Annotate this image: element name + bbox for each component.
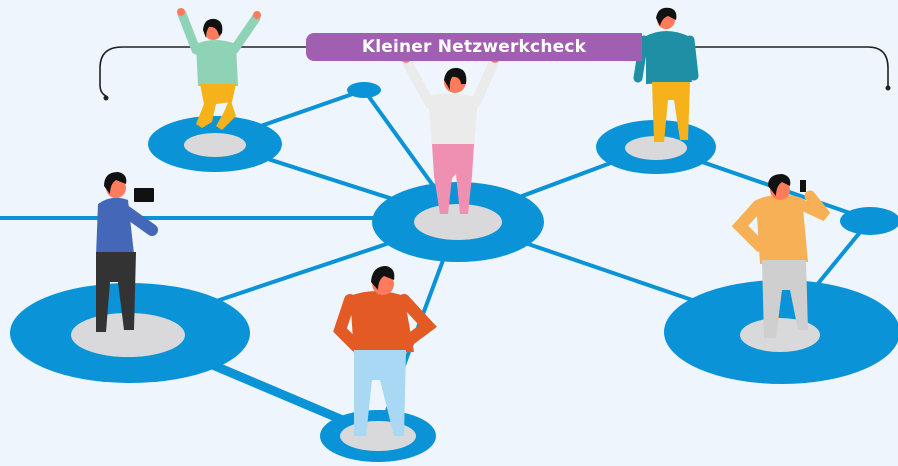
standing-person-teal-shirt bbox=[633, 7, 699, 142]
page-title: Kleiner Netzwerkcheck bbox=[361, 37, 587, 57]
person-orange-sweater bbox=[333, 266, 437, 436]
page-title-banner: Kleiner Netzwerkcheck bbox=[306, 33, 642, 61]
bracket-line bbox=[99, 46, 889, 97]
small-node bbox=[347, 82, 381, 98]
node-bottom-center bbox=[340, 421, 416, 451]
person-on-phone-orange-jacket bbox=[731, 174, 831, 338]
bracket-dot-left bbox=[103, 95, 109, 101]
node-right-center bbox=[740, 318, 820, 352]
cheering-person-grey-shirt bbox=[401, 53, 500, 214]
node-center-center bbox=[414, 204, 502, 240]
small-node-right bbox=[840, 207, 898, 235]
node-top-left-center bbox=[184, 133, 246, 157]
network-nodes bbox=[10, 82, 898, 462]
bracket-dot-right bbox=[885, 85, 891, 91]
photographer-blue-shirt bbox=[96, 172, 158, 332]
node-top-right-center bbox=[625, 136, 687, 160]
jumping-person-mint-shirt bbox=[177, 8, 261, 130]
